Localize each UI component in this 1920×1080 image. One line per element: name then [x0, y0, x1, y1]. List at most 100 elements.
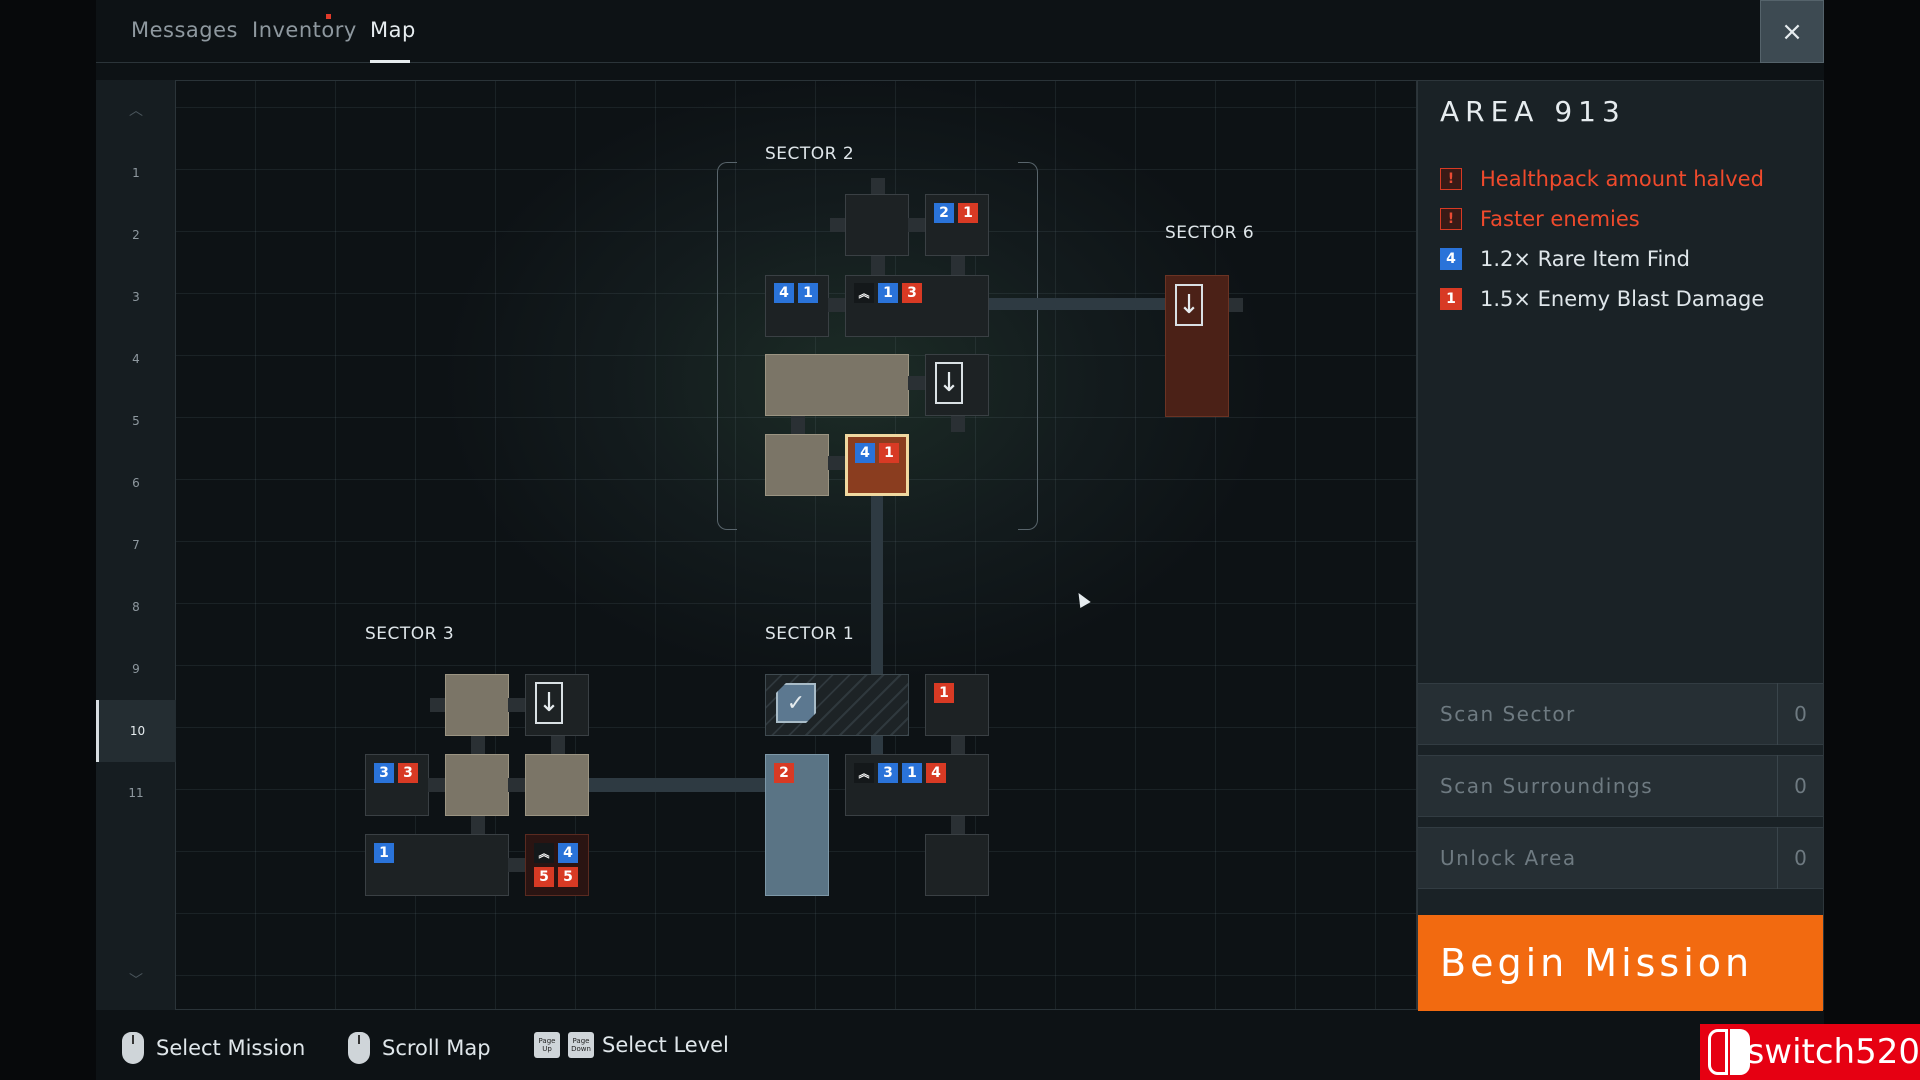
level-item[interactable]: 2 — [132, 228, 140, 242]
level-up-chevron-icon[interactable]: ︿ — [129, 103, 143, 119]
level-item-active[interactable]: 10 — [96, 700, 176, 762]
level-item[interactable]: 1 — [132, 166, 140, 180]
rare-item-badge-icon: 4 — [1440, 248, 1462, 270]
checkmark-icon: ✓ — [776, 683, 816, 723]
modifier-text: 1.5× Enemy Blast Damage — [1480, 287, 1765, 311]
map-badge-red: 2 — [774, 763, 794, 783]
map-badge-blue: 1 — [878, 283, 898, 303]
connector — [871, 256, 885, 276]
map-grid[interactable] — [96, 80, 1417, 1010]
map-badge-red: 1 — [934, 683, 954, 703]
corridor — [989, 298, 1165, 310]
connector — [828, 456, 846, 470]
modifier-text: Faster enemies — [1480, 207, 1640, 231]
connector — [508, 698, 526, 712]
level-item[interactable]: 9 — [132, 662, 140, 676]
map-badge-blue: 1 — [902, 763, 922, 783]
map-badge-blue: 4 — [855, 443, 875, 463]
descend-arrow-icon: ↓ — [1175, 284, 1203, 326]
map-badge-red: 3 — [902, 283, 922, 303]
map-badge-blue: 2 — [934, 203, 954, 223]
tab-inventory[interactable]: Inventory — [252, 18, 357, 42]
unlock-area-button[interactable]: Unlock Area 0 — [1418, 827, 1823, 889]
scan-sector-button[interactable]: Scan Sector 0 — [1418, 683, 1823, 745]
switch-logo-icon — [1708, 1029, 1750, 1075]
map-badge-blue: 1 — [798, 283, 818, 303]
map-badge-blue: 4 — [774, 283, 794, 303]
connector — [828, 298, 846, 312]
descend-arrow-icon: ↓ — [935, 362, 963, 404]
connector — [871, 178, 885, 196]
connector — [508, 778, 526, 792]
scan-surroundings-button[interactable]: Scan Surroundings 0 — [1418, 755, 1823, 817]
room[interactable] — [525, 754, 589, 816]
hint-select-mission: Select Mission — [122, 1032, 305, 1064]
modifier-row: 1 1.5× Enemy Blast Damage — [1440, 287, 1764, 311]
room[interactable] — [765, 354, 909, 416]
room[interactable] — [765, 754, 829, 896]
level-item[interactable]: 11 — [128, 786, 144, 800]
map-badge-blue: 1 — [374, 843, 394, 863]
mouse-left-click-icon — [122, 1032, 144, 1064]
map-badge-blue: 3 — [374, 763, 394, 783]
connector — [830, 218, 846, 232]
map-badge-red: 5 — [558, 867, 578, 887]
active-tab-underline — [370, 60, 410, 63]
map-badge-blue: 3 — [878, 763, 898, 783]
level-item[interactable]: 8 — [132, 600, 140, 614]
connector — [430, 698, 446, 712]
map-badge-red: 4 — [926, 763, 946, 783]
level-up-icon: ︽ — [534, 843, 554, 863]
sector-2-bracket-right — [1018, 162, 1038, 530]
connector — [508, 858, 526, 872]
connector — [951, 416, 965, 432]
level-selector: ︿ 1 2 3 4 5 6 7 8 9 10 11 ﹀ — [96, 80, 176, 1010]
notification-dot — [326, 14, 331, 19]
tab-map[interactable]: Map — [370, 18, 416, 42]
room[interactable] — [445, 754, 509, 816]
modifier-text: Healthpack amount halved — [1480, 167, 1764, 191]
room[interactable] — [925, 834, 989, 896]
hint-label: Select Mission — [156, 1036, 306, 1060]
action-count: 0 — [1777, 827, 1823, 889]
connector — [908, 376, 926, 390]
room[interactable] — [445, 674, 509, 736]
action-label: Unlock Area — [1440, 846, 1577, 870]
connector — [951, 256, 965, 276]
level-item[interactable]: 6 — [132, 476, 140, 490]
connector — [951, 816, 965, 834]
page-down-key-icon: Page Down — [568, 1032, 594, 1058]
sector-1-label: SECTOR 1 — [765, 624, 855, 644]
action-count: 0 — [1777, 755, 1823, 817]
close-button[interactable]: × — [1760, 0, 1824, 63]
tab-bar: Messages Inventory Map — [96, 0, 1760, 63]
modifier-text: 1.2× Rare Item Find — [1480, 247, 1690, 271]
hint-scroll-map: Scroll Map — [348, 1032, 491, 1064]
level-item[interactable]: 7 — [132, 538, 140, 552]
map-badge-red: 3 — [398, 763, 418, 783]
level-down-chevron-icon[interactable]: ﹀ — [129, 973, 143, 989]
level-item[interactable]: 5 — [132, 414, 140, 428]
level-up-icon: ︽ — [854, 283, 874, 303]
mouse-drag-icon — [348, 1032, 370, 1064]
room[interactable] — [765, 434, 829, 496]
hint-label: Select Level — [602, 1033, 729, 1057]
watermark-text: switch520 — [1746, 1032, 1920, 1072]
close-icon: × — [1781, 16, 1803, 47]
level-item[interactable]: 3 — [132, 290, 140, 304]
action-label: Scan Surroundings — [1440, 774, 1654, 798]
connector — [951, 736, 965, 754]
hint-label: Scroll Map — [382, 1036, 491, 1060]
begin-mission-button[interactable]: Begin Mission — [1418, 915, 1823, 1011]
connector — [551, 736, 565, 754]
level-item[interactable]: 4 — [132, 352, 140, 366]
action-count: 0 — [1777, 683, 1823, 745]
warning-icon: ! — [1440, 168, 1462, 190]
connector — [1229, 298, 1243, 312]
map-badge-red: 1 — [879, 443, 899, 463]
connector — [908, 218, 926, 232]
room[interactable] — [845, 194, 909, 256]
action-label: Scan Sector — [1440, 702, 1576, 726]
connector — [471, 816, 485, 834]
tab-messages[interactable]: Messages — [131, 18, 238, 42]
